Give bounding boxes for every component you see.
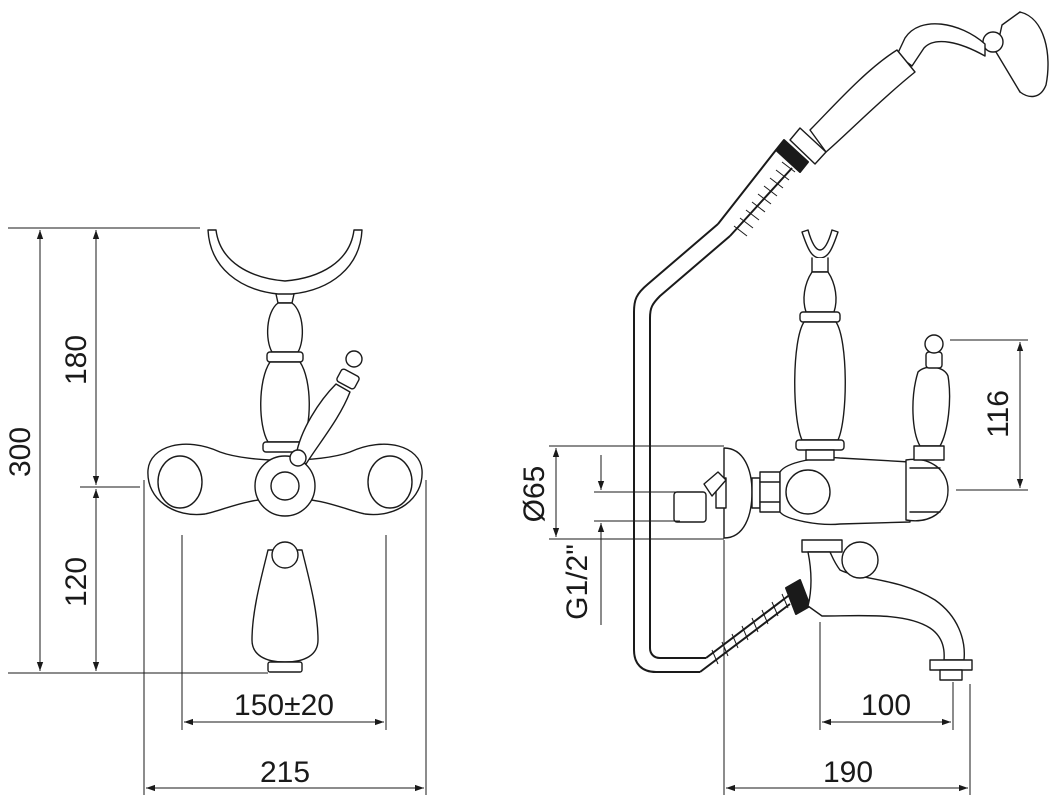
dimensions-side — [549, 339, 1028, 795]
wall-flange — [723, 447, 753, 539]
dim-65-label: Ø65 — [518, 466, 551, 523]
dim-300-label: 300 — [4, 427, 37, 477]
shower-hose-upper — [633, 149, 796, 673]
side-view-mixer — [633, 11, 1049, 681]
dimensions-front — [8, 227, 427, 795]
diverter-handle — [295, 383, 351, 465]
dim-190-label: 190 — [823, 756, 873, 789]
dim-150-label: 150±20 — [234, 689, 334, 722]
side-cradle — [801, 229, 839, 259]
dim-116-label: 116 — [982, 390, 1015, 438]
shower-hose-lower — [699, 579, 811, 673]
dim-215-label: 215 — [260, 756, 310, 789]
shower-handle — [896, 23, 986, 67]
dim-100-label: 100 — [861, 689, 911, 722]
dim-180-label: 180 — [60, 335, 93, 385]
dim-120-label: 120 — [60, 557, 93, 607]
front-view-mixer — [147, 229, 423, 673]
dim-thread-label: G1/2" — [561, 544, 594, 620]
column-body — [266, 302, 304, 353]
side-diverter-handle — [912, 366, 951, 447]
side-spout — [807, 551, 965, 661]
shower-cradle — [207, 229, 363, 295]
temperature-knob — [905, 458, 949, 522]
